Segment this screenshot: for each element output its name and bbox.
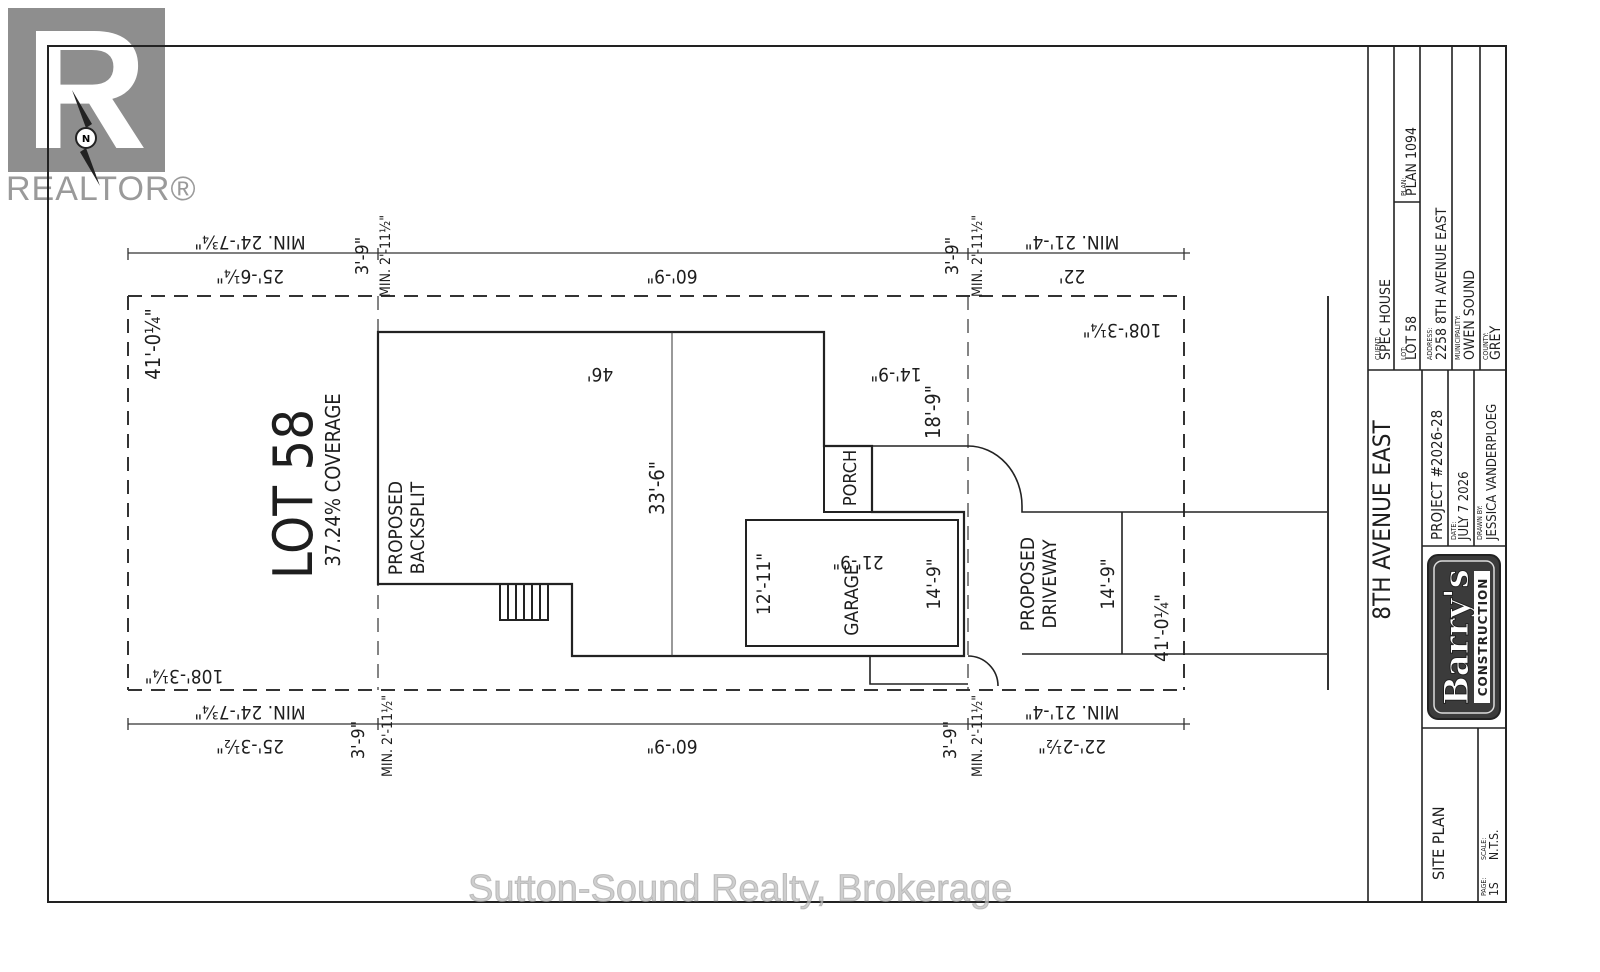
dim-bot-right: 22'-2½"	[1038, 735, 1106, 757]
svg-text:LOT:: LOT:	[1400, 347, 1408, 360]
driveway-label-1: PROPOSED	[1017, 537, 1039, 631]
dim-rear-left: 25'-6¼"	[216, 265, 284, 287]
svg-text:COUNTY:: COUNTY:	[1482, 332, 1490, 360]
dim-porch-depth: 18'-9"	[921, 385, 945, 439]
svg-text:PLAN:: PLAN:	[1400, 177, 1408, 196]
dim-lot-width-right: 41'-0¼"	[1151, 594, 1173, 662]
tb-date: JULY 7 2026	[1457, 471, 1472, 541]
dim-garage-w2: 14'-9"	[923, 558, 945, 609]
title-block	[1367, 45, 1507, 903]
driveway-label-2: DRIVEWAY	[1039, 539, 1061, 629]
dim-lot-depth-bottom: 108'-3¼"	[145, 665, 224, 687]
dim-bot-right-min: MIN. 21'-4"	[1025, 701, 1120, 723]
porch-outline	[823, 445, 873, 513]
dim-bot-house: 60'-9"	[646, 735, 697, 757]
garage-outline	[745, 519, 959, 647]
dim-bot-gap-right: 3'-9"	[940, 721, 961, 759]
svg-text:MUNICIPALITY:: MUNICIPALITY:	[1454, 315, 1462, 360]
dim-lot-width-left: 41'-0¼"	[141, 308, 165, 379]
dim-front-right: 22'	[1059, 265, 1085, 287]
dim-bot-min-right: MIN. 2'-11½"	[970, 695, 986, 777]
dim-house-length: 60'-9"	[646, 265, 697, 287]
dim-rear-left-min: MIN. 24'-7¾"	[194, 231, 305, 253]
tb-project: PROJECT #2026-28	[1428, 410, 1446, 540]
tb-municipality: OWEN SOUND	[1462, 270, 1478, 360]
dim-driveway-w: 14'-9"	[1097, 558, 1119, 609]
driveway-outline	[869, 445, 1328, 687]
dim-rear-gap-right: 3'-9"	[942, 237, 963, 275]
company-logo: Barry's CONSTRUCTION	[1427, 554, 1501, 720]
svg-text:PAGE:: PAGE:	[1480, 877, 1488, 896]
dim-house-depth: 33'-6"	[645, 461, 669, 515]
tb-lot: LOT 58	[1404, 316, 1420, 360]
svg-text:CLIENT:: CLIENT:	[1374, 336, 1382, 360]
north-arrow-icon: N	[72, 90, 100, 186]
svg-text:DRAWN BY:: DRAWN BY:	[1476, 505, 1484, 540]
street-label: 8TH AVENUE EAST	[1368, 419, 1396, 619]
lot-title: LOT 58	[262, 409, 325, 579]
svg-text:SCALE:: SCALE:	[1480, 838, 1488, 860]
tb-sheet-title: SITE PLAN	[1429, 806, 1448, 880]
tb-client: SPEC HOUSE	[1378, 279, 1394, 360]
realtor-wordmark: REALTOR®	[6, 170, 197, 208]
house-label-1: PROPOSED	[385, 481, 407, 575]
lot-coverage: 37.24% COVERAGE	[321, 393, 345, 566]
tb-page: 1S	[1487, 882, 1501, 896]
dim-house-width-top: 46'	[587, 363, 613, 385]
dim-bot-min: MIN. 2'-11½"	[380, 695, 396, 777]
tb-drawn: JESSICA VANDERPLOEG	[1485, 404, 1500, 541]
company-logo-name: Barry's	[1437, 569, 1477, 705]
house-label-2: BACKSPLIT	[407, 481, 429, 574]
company-logo-sub: CONSTRUCTION	[1476, 578, 1490, 697]
stairs-icon	[499, 583, 549, 621]
garage-label: GARAGE	[841, 564, 863, 635]
realtor-logo: R	[8, 0, 168, 185]
svg-text:ADDRESS:: ADDRESS:	[1426, 328, 1434, 360]
brokerage-watermark: Sutton-Sound Realty, Brokerage	[467, 868, 1013, 911]
dim-house-offset: 14'-9"	[870, 363, 921, 385]
tb-address: 2258 8TH AVENUE EAST	[1434, 207, 1450, 360]
dim-bot-gap: 3'-9"	[348, 721, 369, 759]
dim-bot-left: 25'-3½"	[216, 735, 284, 757]
dim-rear-gap: 3'-9"	[352, 237, 373, 275]
porch-label: PORCH	[840, 450, 861, 506]
tb-county: GREY	[1488, 326, 1504, 360]
dim-garage-len: 21'-9"	[832, 551, 883, 573]
dim-rear-min: MIN. 2'-11½"	[378, 215, 394, 297]
dim-garage-w1: 12'-11"	[753, 553, 775, 615]
dim-front-right-min: MIN. 21'-4"	[1025, 231, 1120, 253]
north-label: N	[82, 134, 90, 145]
dim-rear-min-right: MIN. 2'-11½"	[970, 215, 986, 297]
dim-bot-left-min: MIN. 24'-7¾"	[194, 701, 305, 723]
tb-plan: PLAN 1094	[1404, 127, 1420, 196]
svg-text:DATE:: DATE:	[1450, 522, 1458, 540]
tb-scale: N.T.S.	[1487, 830, 1501, 860]
dim-lot-depth-top: 108'-3¼"	[1083, 319, 1162, 341]
